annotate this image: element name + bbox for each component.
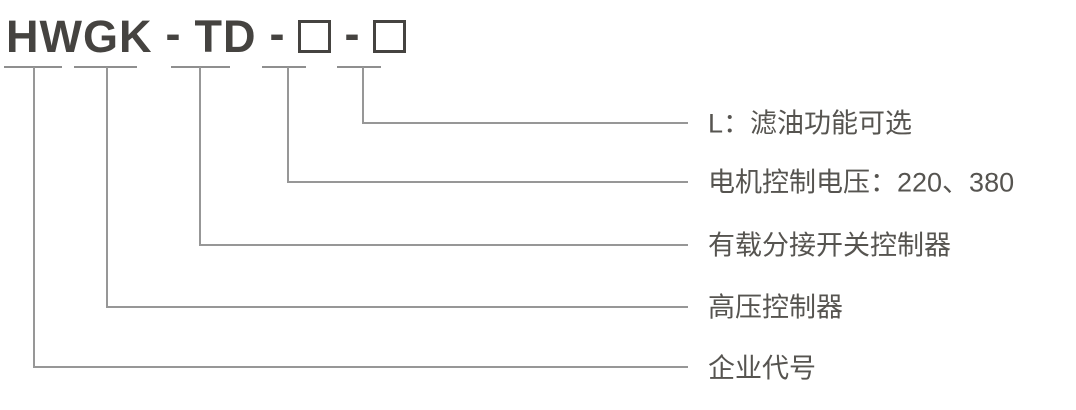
leader-line-horizontal-5 bbox=[362, 122, 688, 124]
model-code-prefix: HWGK bbox=[6, 11, 153, 62]
leader-line-horizontal-4 bbox=[287, 181, 688, 183]
underline-segment-box2 bbox=[337, 66, 381, 68]
leader-line-vertical-4 bbox=[287, 67, 289, 182]
leader-line-horizontal-3 bbox=[199, 244, 688, 246]
label-high-voltage-controller: 高压控制器 bbox=[708, 292, 843, 323]
model-placeholder-box-2 bbox=[373, 20, 407, 54]
underline-segment-box1 bbox=[262, 66, 306, 68]
leader-line-horizontal-2 bbox=[106, 306, 688, 308]
model-code-separator: - bbox=[165, 8, 182, 59]
label-filter-oil-option: L：滤油功能可选 bbox=[708, 108, 913, 139]
model-code-separator: - bbox=[344, 8, 361, 59]
label-on-load-tap-changer-controller: 有载分接开关控制器 bbox=[708, 230, 951, 261]
underline-segment-gk bbox=[74, 66, 137, 68]
leader-line-vertical-1 bbox=[33, 67, 35, 367]
model-code-type: TD bbox=[194, 11, 257, 62]
leader-line-vertical-2 bbox=[106, 67, 108, 307]
label-motor-control-voltage: 电机控制电压：220、380 bbox=[708, 167, 1015, 198]
leader-line-vertical-3 bbox=[199, 67, 201, 245]
leader-line-vertical-5 bbox=[362, 67, 364, 123]
model-code-separator: - bbox=[269, 8, 286, 59]
model-code: HWGK - TD - - bbox=[6, 8, 407, 62]
label-enterprise-code: 企业代号 bbox=[708, 353, 816, 384]
leader-line-horizontal-1 bbox=[33, 366, 688, 368]
model-placeholder-box-1 bbox=[298, 20, 332, 54]
